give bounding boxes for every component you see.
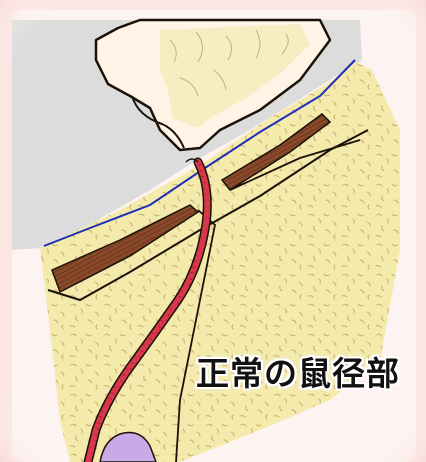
caption-label: 正常の鼠径部 [196,347,400,395]
